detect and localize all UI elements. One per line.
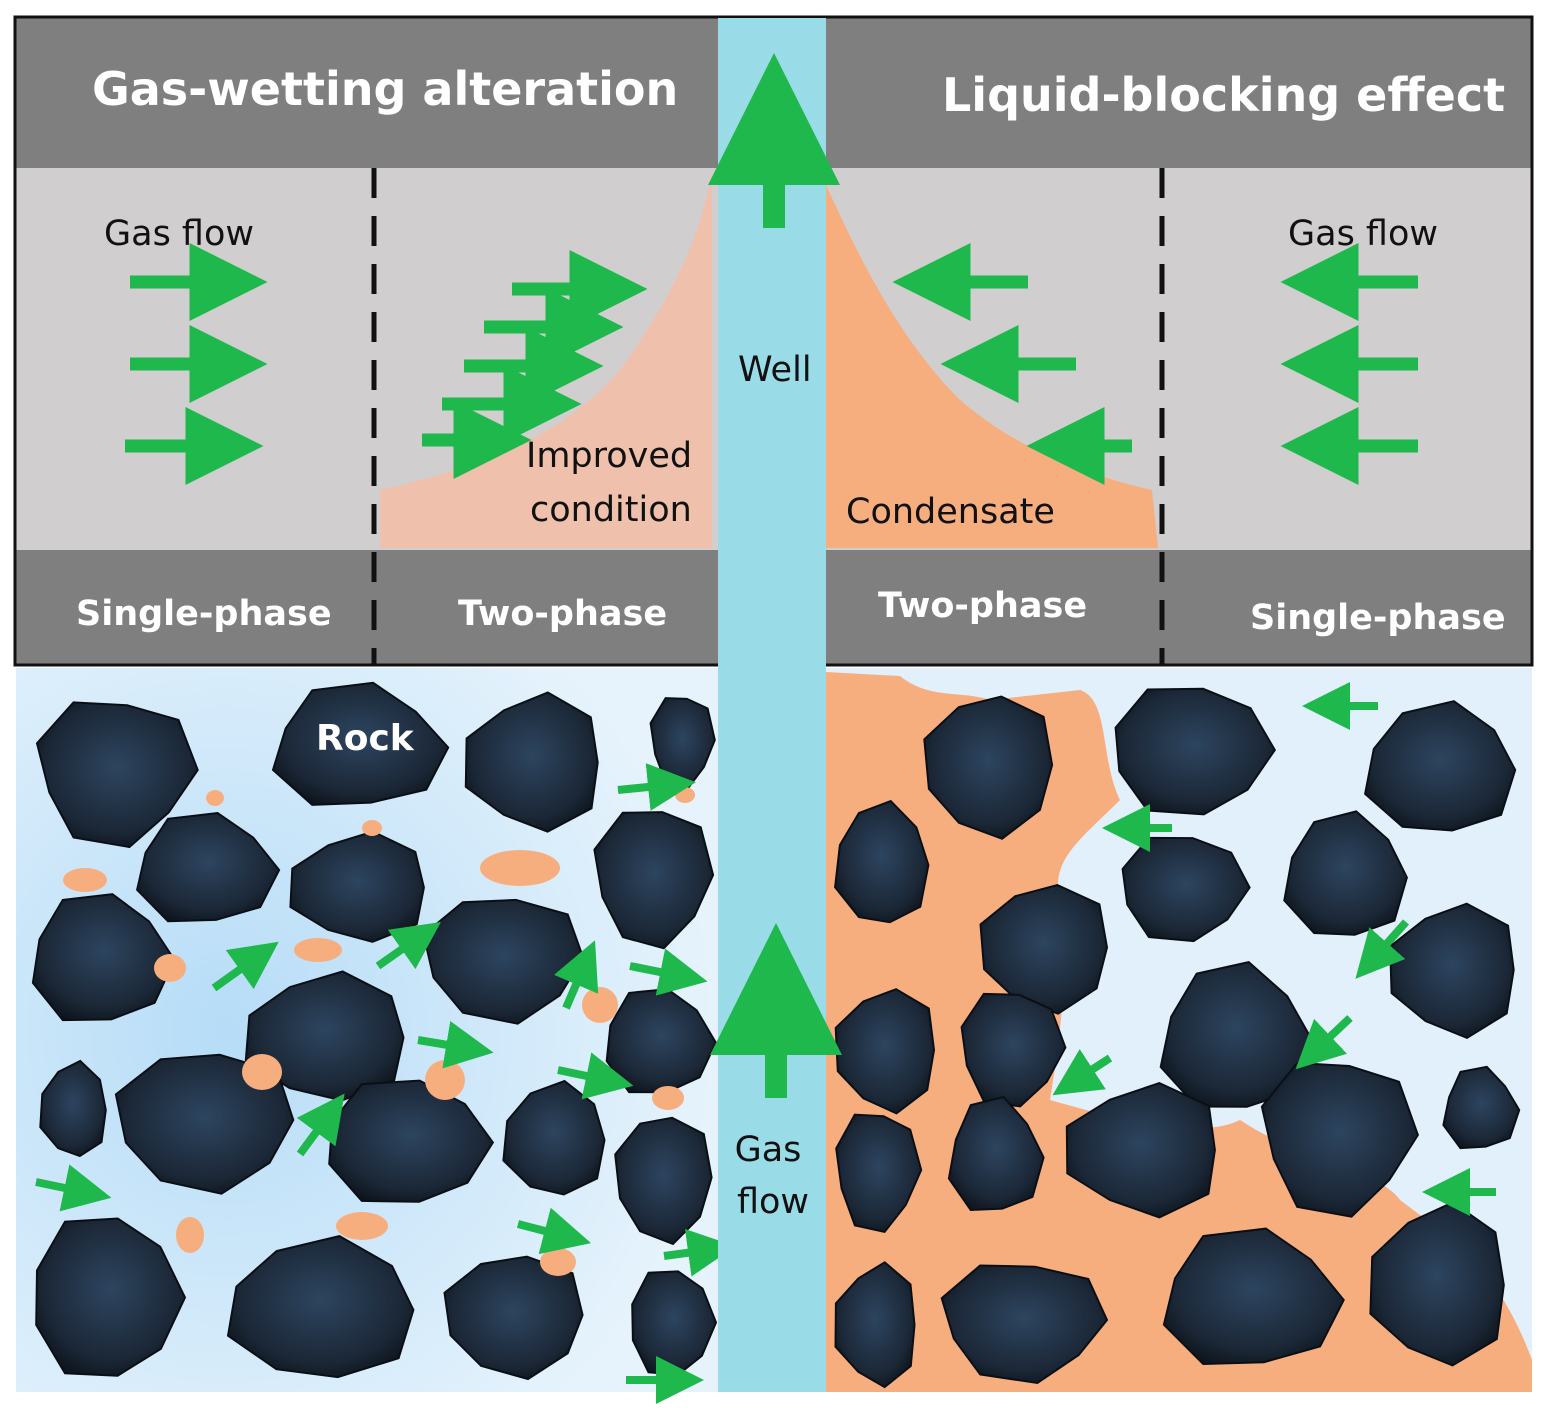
phase-label-left-single: Single-phase — [76, 594, 332, 634]
rock-grain-icon — [947, 1095, 1045, 1212]
rock-grain-icon — [593, 811, 715, 950]
arrow-icon — [617, 763, 696, 811]
rock-grain-icon — [271, 681, 450, 806]
pore-flow-arrows — [35, 682, 1496, 1404]
condensate-droplet-icon — [176, 1217, 204, 1253]
rock-label: Rock — [316, 718, 414, 759]
well-gas-label-line1: Gas — [734, 1130, 802, 1170]
arrow-icon — [629, 948, 708, 996]
condensate-droplet-icon — [154, 954, 186, 982]
left-single-phase-arrows — [125, 243, 268, 485]
well — [708, 18, 842, 1392]
rock-grain-icon — [1162, 1227, 1345, 1366]
improved-condition-region — [380, 172, 712, 548]
arrow-icon — [211, 941, 279, 992]
arrow-icon — [35, 1164, 112, 1212]
rock-grain-icon — [39, 1059, 107, 1158]
rock-grain-icon — [834, 1261, 916, 1389]
rock-grain-icon — [35, 1217, 187, 1377]
phase-label-left-two: Two-phase — [458, 594, 668, 634]
improved-label-line1: Improved — [526, 436, 693, 476]
arrow-icon — [417, 1021, 494, 1069]
condensate-droplet-icon — [294, 938, 342, 962]
rock-grain-icon — [1114, 687, 1276, 816]
rock-grain-icon — [1369, 1201, 1505, 1367]
condensate-droplet-icon — [675, 787, 695, 803]
arrow-icon — [375, 921, 441, 970]
rock-grain-icon — [834, 799, 930, 924]
phase-label-right-single: Single-phase — [1250, 598, 1506, 638]
rock-grain-icon — [960, 992, 1067, 1108]
arrow-icon — [554, 940, 599, 1010]
arrow-icon — [516, 1207, 592, 1255]
rock-grain-icon — [1364, 700, 1517, 832]
gas-flow-label-right: Gas flow — [1288, 214, 1439, 254]
rock-grain-icon — [835, 1113, 923, 1234]
condensate-droplet-icon — [63, 868, 107, 892]
rock-grain-icon — [226, 1235, 415, 1379]
arrow-icon — [1052, 1048, 1113, 1096]
rock-grain-icon — [35, 701, 199, 849]
condensate-droplet-icon — [362, 820, 382, 836]
rock-grain-icon — [979, 884, 1109, 1015]
rock-grain-icon — [923, 695, 1054, 840]
arrow-icon — [557, 1052, 634, 1100]
arrow-icon — [1295, 1015, 1353, 1070]
improved-label-line2: condition — [530, 490, 692, 530]
condensate-droplet-icon — [425, 1060, 465, 1100]
gas-flow-label-left: Gas flow — [104, 214, 255, 254]
rock-grain-icon — [136, 811, 281, 923]
well-gas-label-line2: flow — [736, 1182, 810, 1222]
condensate-region — [826, 185, 1158, 548]
phase-label-right-two: Two-phase — [878, 586, 1088, 626]
arrow-icon — [296, 1093, 345, 1157]
condensate-droplet-icon — [480, 850, 560, 886]
right-single-phase-arrows — [1280, 243, 1418, 485]
left-title: Gas-wetting alteration — [92, 62, 679, 116]
condensate-droplet-icon — [336, 1212, 388, 1240]
condensate-droplet-icon — [652, 1086, 684, 1110]
rock-grain-icon — [605, 988, 717, 1094]
rock-grain-icon — [1260, 1061, 1420, 1218]
rock-grain-icon — [1065, 1082, 1216, 1219]
rock-grain-icon — [1121, 836, 1251, 943]
condensate-droplet-icon — [242, 1054, 282, 1090]
right-title: Liquid-blocking effect — [942, 68, 1506, 122]
rock-grains — [31, 681, 1521, 1389]
rock-grain-icon — [464, 691, 599, 833]
arrow-icon — [1355, 919, 1409, 979]
rock-grain-icon — [1442, 1065, 1521, 1150]
condensate-droplet-icon — [582, 987, 618, 1023]
rock-grain-icon — [31, 893, 176, 1022]
condensate-droplet-icon — [206, 790, 224, 806]
arrow-icon — [663, 1228, 736, 1277]
condensate-droplet-icon — [540, 1248, 576, 1276]
condensate-label: Condensate — [846, 492, 1055, 532]
well-label: Well — [738, 350, 812, 390]
rock-grain-icon — [502, 1079, 606, 1196]
rock-grain-icon — [940, 1264, 1109, 1385]
left-two-phase-arrows — [422, 250, 648, 479]
wellbore — [718, 18, 826, 1392]
right-two-phase-arrows — [892, 243, 1132, 485]
